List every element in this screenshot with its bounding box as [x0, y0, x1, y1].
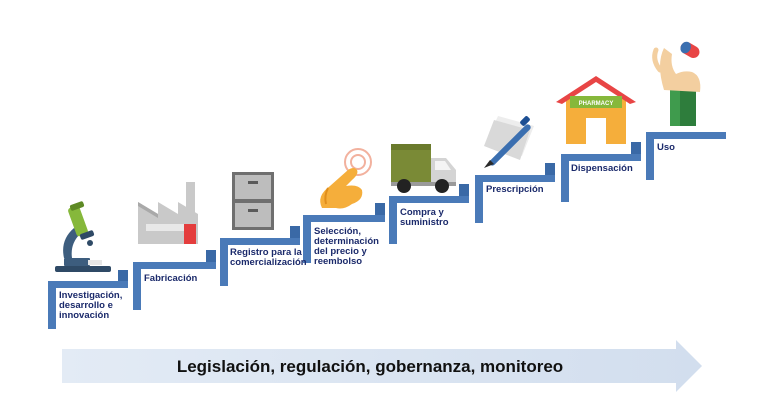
step-label-procurement: Compra y suministro — [400, 208, 466, 228]
step-label-research: Investigación, desarrollo e innovación — [59, 291, 131, 321]
microscope-icon — [55, 201, 111, 272]
delivery-truck-icon — [391, 144, 456, 193]
hand-holding-pill-icon — [655, 40, 702, 126]
step-label-selection-pricing: Selección, determinación del precio y re… — [314, 227, 388, 267]
pharmacy-icon: PHARMACY — [556, 76, 636, 144]
step-8-bar — [646, 132, 726, 180]
step-label-dispensing: Dispensación — [571, 164, 643, 174]
step-label-registration: Registro para la comercialización — [230, 248, 304, 268]
step-label-prescription: Prescripción — [486, 185, 558, 195]
pharmacy-sign-text: PHARMACY — [579, 101, 614, 107]
factory-icon — [138, 182, 198, 244]
file-cabinet-icon — [232, 172, 274, 230]
governance-band-text: Legislación, regulación, gobernanza, mon… — [60, 352, 680, 382]
prescription-pen-icon — [484, 115, 534, 168]
step-label-use: Uso — [657, 143, 717, 153]
pointing-hand-icon — [320, 149, 371, 209]
step-label-manufacturing: Fabricación — [144, 274, 216, 284]
